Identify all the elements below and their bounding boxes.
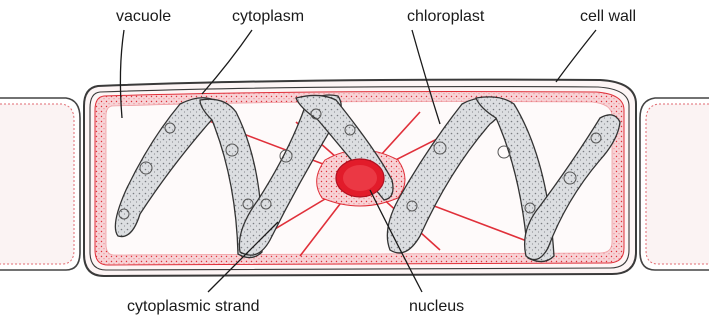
label-cytoplasmic-strand: cytoplasmic strand: [127, 299, 260, 315]
adjacent-cell-right: [640, 98, 709, 270]
label-cytoplasm: cytoplasm: [232, 9, 304, 25]
label-nucleus: nucleus: [409, 299, 464, 315]
label-chloroplast: chloroplast: [407, 9, 484, 25]
leader-cell-wall: [556, 30, 596, 82]
adjacent-cell-left: [0, 98, 80, 270]
label-cell-wall: cell wall: [580, 9, 636, 25]
label-vacuole: vacuole: [116, 9, 171, 25]
nucleus-texture: [343, 165, 377, 191]
